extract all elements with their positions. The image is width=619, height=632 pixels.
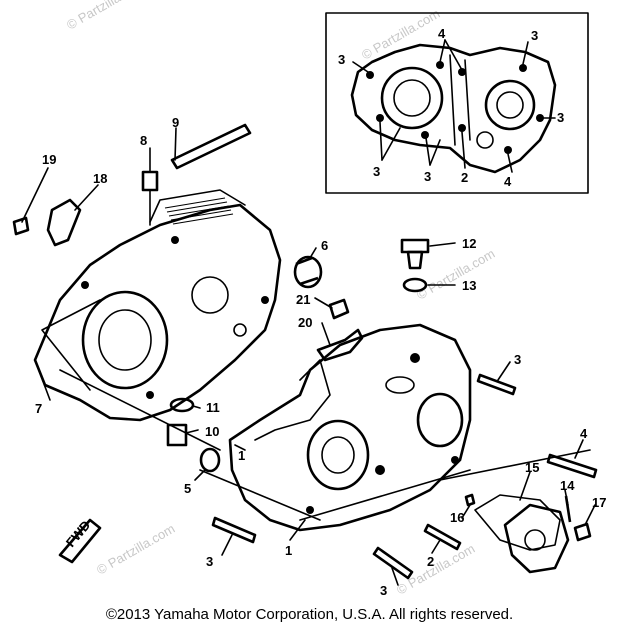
inset-callout-3e: 3 — [424, 169, 431, 184]
left-bearing-boss — [191, 276, 229, 314]
left-crankcase-outline — [33, 203, 282, 422]
part-13-washer — [402, 277, 428, 293]
part-19-screw — [12, 216, 30, 236]
right-crankcase — [228, 323, 472, 532]
inset-callout-3b: 3 — [531, 28, 538, 43]
part-4-bolt — [546, 453, 598, 479]
right-top-boss — [385, 376, 415, 394]
callout-1b: 1 — [285, 543, 292, 558]
part-12-plug-head — [400, 238, 430, 254]
copyright-notice: ©2013 Yamaha Motor Corporation, U.S.A. A… — [105, 606, 514, 623]
callout-13: 13 — [462, 278, 476, 293]
inset-callout-3c: 3 — [557, 110, 564, 125]
callout-7: 7 — [35, 401, 42, 416]
part-9-rod — [170, 123, 252, 170]
callout-15: 15 — [525, 460, 539, 475]
inset-divider — [449, 54, 471, 146]
callout-14: 14 — [560, 478, 575, 493]
callout-20: 20 — [298, 315, 312, 330]
right-crank-bore-inner — [321, 436, 355, 474]
part-3-bolt-bottom — [372, 546, 414, 580]
callout-4: 4 — [580, 426, 588, 441]
callout-16: 16 — [450, 510, 464, 525]
callout-2: 2 — [427, 554, 434, 569]
callout-11: 11 — [206, 400, 220, 415]
part-15-gasket — [474, 494, 561, 551]
callout-3a: 3 — [514, 352, 521, 367]
callout-18: 18 — [93, 171, 107, 186]
inset-crank-bore-left — [380, 66, 444, 130]
part-20-bracket — [316, 328, 364, 362]
watermark-inset: © Partzilla.com — [359, 6, 442, 63]
callout-5: 5 — [184, 481, 191, 496]
left-crankcase-fins — [149, 189, 246, 223]
callout-12: 12 — [462, 236, 476, 251]
inset-callout-4a: 4 — [438, 26, 446, 41]
callout-10: 10 — [205, 424, 219, 439]
left-crank-bore — [81, 290, 169, 390]
part-15-cover — [503, 503, 570, 574]
fwd-arrow-icon — [58, 518, 102, 564]
right-crankcase-ribs — [254, 359, 331, 441]
part-17-screw — [573, 522, 592, 542]
part-12-plug-thread — [406, 250, 424, 270]
callouts: 19 18 9 8 6 12 13 21 20 7 11 10 5 1 1 3 … — [35, 115, 606, 598]
left-crank-bore-inner — [98, 309, 152, 371]
part-3-bolt-left — [211, 516, 257, 544]
part-18-plate — [46, 198, 82, 247]
inset-crank-bore-left-inner — [393, 79, 431, 117]
callout-8: 8 — [140, 133, 147, 148]
left-crankcase — [33, 189, 282, 422]
part-5-dowel — [199, 447, 221, 473]
callout-3c: 3 — [380, 583, 387, 598]
inset-crankcase-outline — [350, 43, 557, 174]
watermark-mid: © Partzilla.com — [414, 246, 497, 303]
part-8-fitting — [141, 170, 159, 192]
part-2-bolt — [423, 523, 462, 551]
callout-19: 19 — [42, 152, 56, 167]
part-11-washer — [169, 397, 195, 413]
watermarks: © Partzilla.com © Partzilla.com © Partzi… — [64, 0, 497, 598]
inset-crank-bore-right-inner — [496, 91, 524, 119]
callout-6: 6 — [321, 238, 328, 253]
right-crankcase-outline — [228, 323, 472, 532]
callout-21: 21 — [296, 292, 310, 307]
callout-3b: 3 — [206, 554, 213, 569]
leader-lines — [21, 127, 596, 586]
part-3-bolt-upper — [476, 373, 517, 396]
inset-crank-bore-right — [484, 79, 536, 131]
watermark-top: © Partzilla.com — [64, 0, 147, 33]
callout-17: 17 — [592, 495, 606, 510]
inset-callout-2: 2 — [461, 170, 468, 185]
right-shaft-bore — [416, 392, 464, 448]
part-16-pin — [464, 493, 476, 507]
part-21-screw — [328, 298, 350, 320]
inset-callout-3d: 3 — [373, 164, 380, 179]
inset-frame — [325, 12, 589, 194]
callout-9: 9 — [172, 115, 179, 130]
watermark-bottom: © Partzilla.com — [94, 521, 177, 578]
inset-callout-4b: 4 — [504, 174, 512, 189]
inset-callout-3a: 3 — [338, 52, 345, 67]
part-6-bushing — [293, 255, 323, 289]
inset-shaft-hole — [476, 131, 494, 149]
callout-1: 1 — [238, 448, 245, 463]
inset-view: 3 4 3 3 3 3 2 4 — [325, 12, 589, 194]
right-crank-bore — [306, 419, 370, 491]
part-10-bolt — [166, 423, 188, 447]
